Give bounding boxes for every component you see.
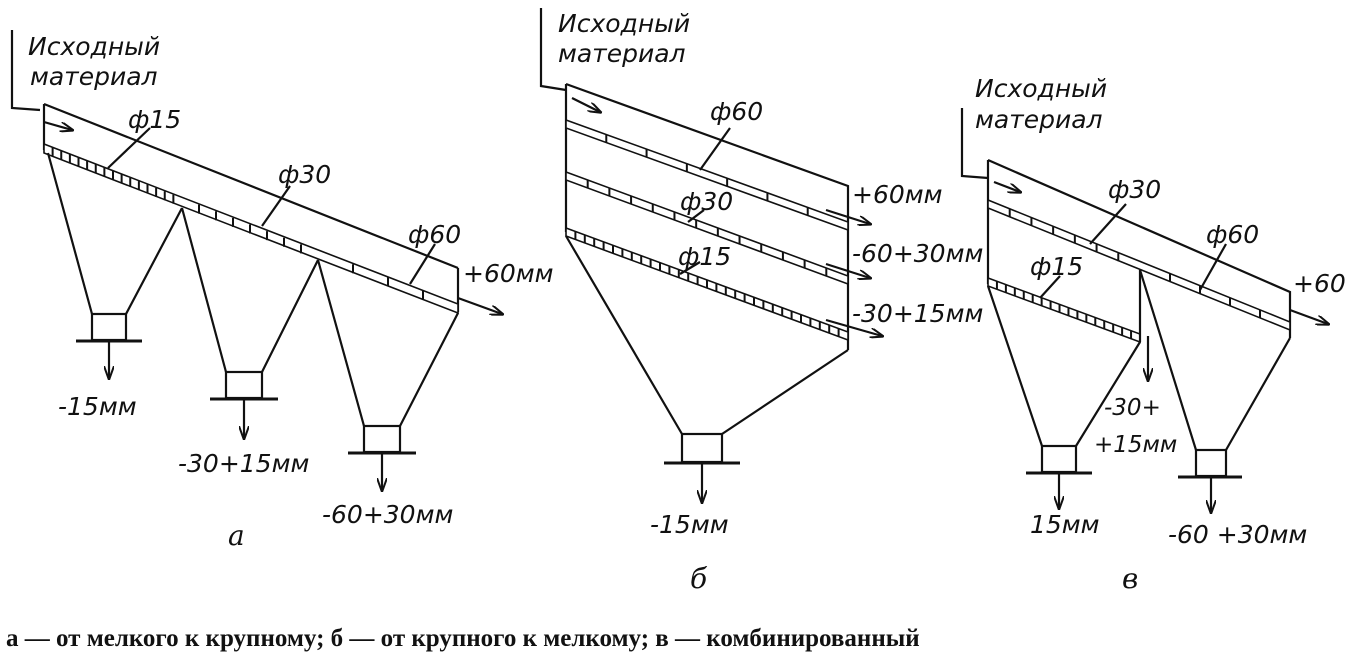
- mesh-label-30: ф30: [1108, 175, 1161, 204]
- diagram-letter-a: а: [228, 519, 245, 552]
- feed-label-line2: материал: [975, 105, 1103, 134]
- diagram-c: Исходный материал ф30 ф60 ф15 +60 -30+ +…: [960, 74, 1346, 595]
- output-label-mid: -60+30мм: [852, 239, 983, 268]
- diagram-a: Исходный материал ф15 ф30 ф60 +60мм: [10, 30, 553, 552]
- mesh-label-15: ф15: [678, 242, 731, 271]
- mesh-label-15: ф15: [128, 105, 181, 134]
- feed-line: [539, 8, 567, 92]
- mesh-label-30: ф30: [680, 187, 733, 216]
- screen-mesh-ticks: [995, 208, 1261, 339]
- oversize-label: +60мм: [463, 259, 553, 288]
- mesh-label-60: ф60: [1206, 220, 1259, 249]
- feed-label-line1: Исходный: [28, 32, 160, 61]
- output-label-left: 15мм: [1030, 510, 1100, 539]
- diagram-letter-c: в: [1122, 562, 1138, 595]
- feed-line: [960, 108, 989, 180]
- screen-deck-30: [565, 170, 849, 286]
- feed-line: [10, 30, 41, 112]
- mesh-label-60: ф60: [408, 220, 461, 249]
- feed-arrow: [571, 97, 600, 112]
- hopper-3: [316, 259, 459, 490]
- output-label-low: -30+15мм: [852, 299, 983, 328]
- output-label-right: -60 +30мм: [1168, 520, 1307, 549]
- screen-mesh-ticks: [51, 147, 424, 300]
- output-label-3: -60+30мм: [322, 500, 453, 529]
- output-label-2: -30+15мм: [178, 449, 309, 478]
- feed-arrow: [993, 180, 1020, 192]
- diagram-b: Исходный материал ф60 ф30 ф15 +60мм -60+…: [539, 8, 983, 595]
- feed-label-line2: материал: [558, 39, 686, 68]
- output-label-mid-2: +15мм: [1094, 432, 1177, 458]
- mesh-label-60: ф60: [710, 97, 763, 126]
- feed-label-line2: материал: [30, 62, 158, 91]
- hopper-left: [986, 285, 1141, 508]
- mesh-label-15: ф15: [1030, 252, 1083, 281]
- screen-mesh-ticks: [574, 134, 840, 337]
- output-label-bottom: -15мм: [650, 510, 729, 539]
- feed-label-line1: Исходный: [558, 9, 690, 38]
- oversize-label: +60: [1293, 269, 1346, 298]
- screen-deck-lower: [987, 276, 1141, 344]
- feed-label-line1: Исходный: [975, 74, 1107, 103]
- screen-deck-60: [565, 118, 849, 232]
- hopper-2: [180, 207, 319, 438]
- output-label-mid-1: -30+: [1104, 395, 1161, 421]
- diagram-letter-b: б: [690, 562, 708, 595]
- output-label-top: +60мм: [852, 180, 942, 209]
- hopper-1: [46, 152, 183, 378]
- figure-caption: а — от мелкого к крупному; б — от крупно…: [6, 625, 920, 652]
- mesh-label-30: ф30: [278, 160, 331, 189]
- screen-cover: [43, 102, 459, 270]
- hopper: [565, 235, 849, 502]
- hopper-right: [1138, 269, 1291, 512]
- feed-arrow: [43, 120, 72, 130]
- output-label-1: -15мм: [58, 392, 137, 421]
- screen-deck-upper: [987, 198, 1291, 332]
- oversize-arrow: [457, 296, 502, 314]
